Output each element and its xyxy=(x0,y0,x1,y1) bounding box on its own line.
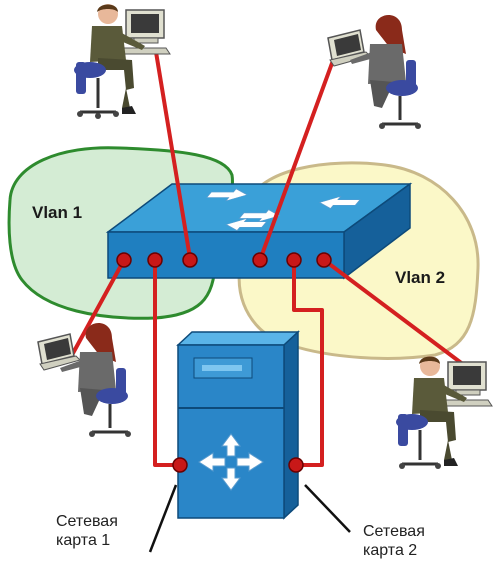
nic1-label-line1: Сетевая xyxy=(56,513,118,530)
vlan2-label: Vlan 2 xyxy=(395,268,445,287)
nic1-label-line2: карта 1 xyxy=(56,532,111,549)
workstation-user-icon xyxy=(37,322,131,437)
nic2-label-line2: карта 2 xyxy=(363,542,418,559)
switch-ports xyxy=(116,252,332,473)
workstation-user-icon xyxy=(327,14,421,129)
workstation-user-icon xyxy=(396,356,493,469)
workstation-user-icon xyxy=(74,4,171,119)
nic1-label: Сетевая карта 1 xyxy=(56,512,118,550)
nic2-label-line1: Сетевая xyxy=(363,523,425,540)
cables xyxy=(70,51,470,467)
router-server-icon xyxy=(176,330,300,520)
nic2-label: Сетевая карта 2 xyxy=(363,522,425,560)
vlan1-label: Vlan 1 xyxy=(32,203,82,222)
